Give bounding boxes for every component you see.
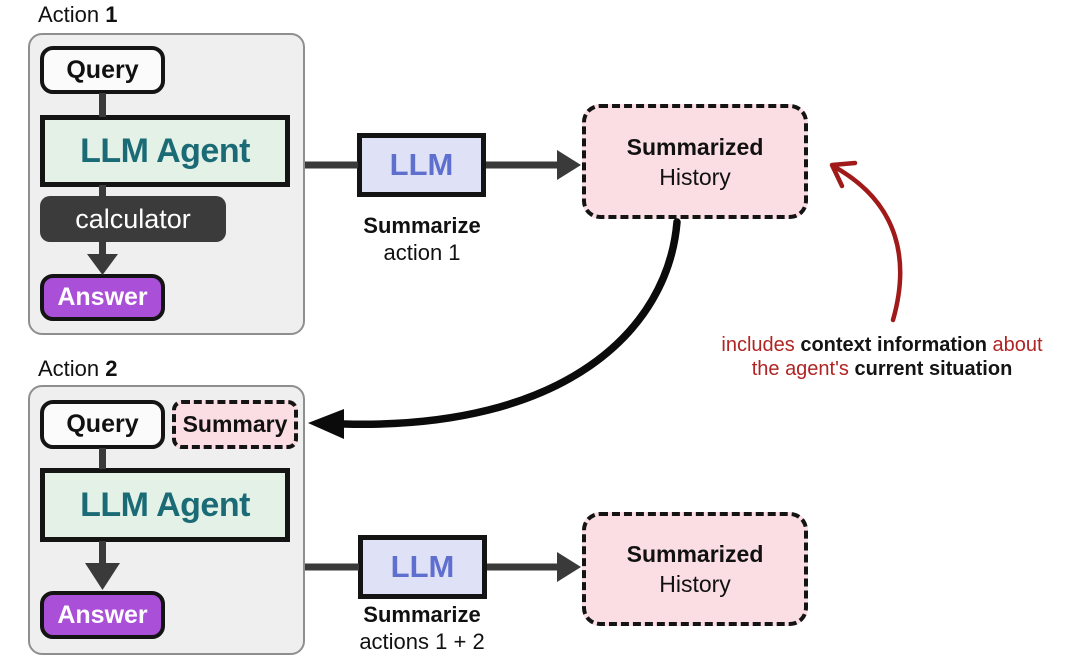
- llm-label-2: LLM: [390, 549, 455, 584]
- history-title-1: Summarized: [626, 133, 764, 160]
- annotation-l2-bold: current situation: [854, 358, 1013, 380]
- summarize-caption-1-bold: Summarize: [363, 213, 481, 238]
- summary-chip-label: Summary: [182, 411, 288, 437]
- query-label-2: Query: [66, 410, 139, 438]
- query-label-1: Query: [66, 55, 139, 84]
- query-box-1: Query: [40, 46, 165, 94]
- annotation-l1-red2: about: [987, 334, 1043, 356]
- annotation-line-2: the agent's current situation: [692, 357, 1072, 381]
- annotation-l1-red1: includes: [721, 334, 801, 356]
- summarized-history-box-2: Summarized History: [582, 512, 808, 626]
- llm-box-1: LLM: [357, 133, 486, 197]
- arrow-annotation-history1-head: [829, 160, 858, 189]
- summarize-caption-1: Summarize action 1: [332, 212, 512, 266]
- answer-label-1: Answer: [57, 283, 148, 311]
- summarize-caption-1-rest: action 1: [383, 240, 461, 265]
- llm-box-2: LLM: [358, 535, 487, 599]
- action2-label-word: Action: [38, 356, 106, 381]
- history-title-2: Summarized: [626, 541, 764, 567]
- arrow-history1-summary2-head: [308, 409, 344, 439]
- action1-label: Action 1: [38, 2, 118, 28]
- calculator-tool-box: calculator: [40, 196, 226, 242]
- summarized-history-box-1: Summarized History: [582, 104, 808, 219]
- action2-label-number: 2: [105, 356, 118, 381]
- llm-label-1: LLM: [389, 147, 454, 182]
- answer-box-1: Answer: [40, 274, 165, 321]
- llm-agent-box-2: LLM Agent: [40, 468, 290, 542]
- arrow-annotation-history1-curve: [830, 163, 903, 323]
- annotation-text: includes context information about the a…: [692, 333, 1072, 381]
- annotation-l1-bold: context information: [800, 334, 987, 356]
- history-subtitle-2: History: [659, 571, 731, 597]
- action1-label-number: 1: [105, 2, 118, 27]
- llm-agent-label-2: LLM Agent: [80, 485, 250, 524]
- arrow-llm2-history2-head: [557, 552, 581, 582]
- summarize-caption-2-bold: Summarize: [363, 602, 481, 627]
- llm-agent-label-1: LLM Agent: [80, 131, 250, 170]
- answer-label-2: Answer: [57, 600, 148, 629]
- calculator-label: calculator: [75, 203, 191, 234]
- summarize-caption-2: Summarize actions 1 + 2: [332, 601, 512, 655]
- query-box-2: Query: [40, 400, 165, 449]
- action1-label-word: Action: [38, 2, 106, 27]
- summary-chip: Summary: [172, 400, 298, 449]
- annotation-line-1: includes context information about: [692, 333, 1072, 357]
- action2-label: Action 2: [38, 356, 118, 382]
- history-subtitle-1: History: [659, 163, 731, 190]
- summarize-caption-2-rest: actions 1 + 2: [359, 629, 485, 654]
- arrow-llm1-history1-head: [557, 150, 581, 180]
- annotation-l2-red: the agent's: [751, 358, 855, 380]
- llm-agent-box-1: LLM Agent: [40, 115, 290, 187]
- answer-box-2: Answer: [40, 591, 165, 639]
